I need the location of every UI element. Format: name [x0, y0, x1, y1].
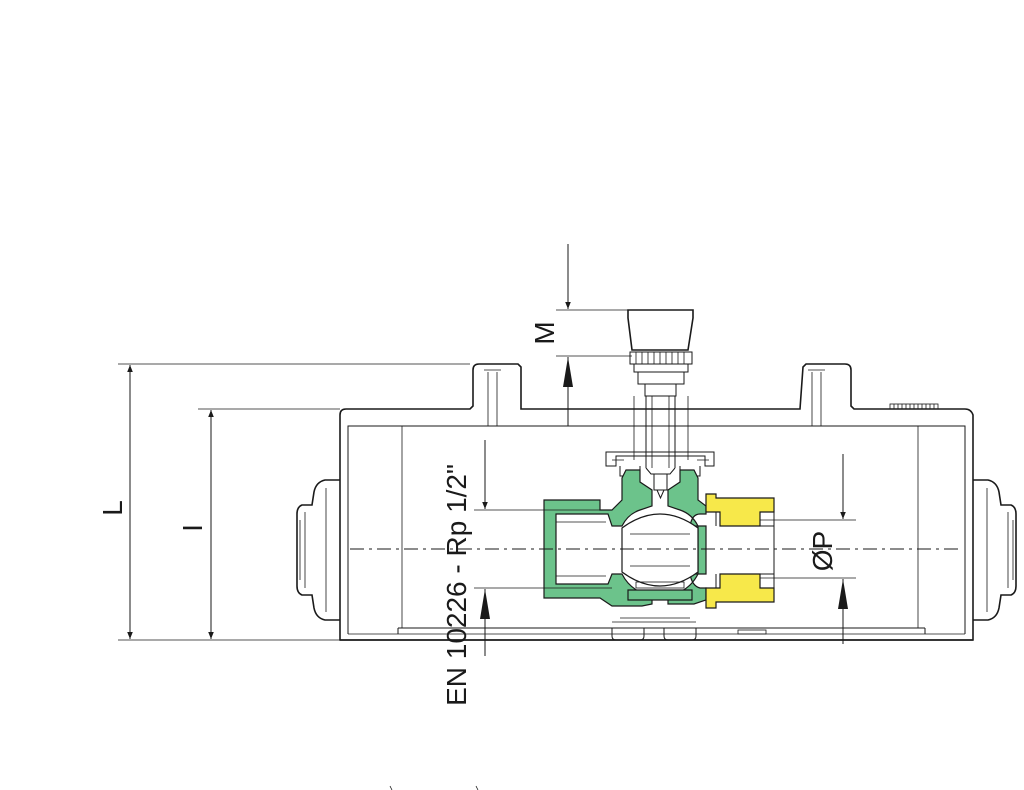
bonnet	[605, 451, 715, 477]
valve-ball	[621, 513, 699, 587]
dimension-L: L	[97, 363, 470, 641]
dimension-P: ØP	[760, 454, 856, 644]
valve-body	[543, 469, 707, 607]
dimension-label-M: M	[529, 321, 560, 344]
dimension-label-I: I	[177, 524, 208, 532]
dimension-label-P: ØP	[807, 531, 838, 571]
union-nut	[705, 493, 775, 609]
thread-dimension: EN 10226 - Rp 1/2"	[441, 440, 612, 706]
right-end-cap	[973, 479, 1017, 621]
dimension-M: M	[529, 244, 632, 426]
dimension-I: I	[177, 408, 340, 639]
dimension-label-L: L	[97, 500, 128, 516]
thread-spec-label: EN 10226 - Rp 1/2"	[441, 464, 472, 706]
actuator-housing	[339, 363, 974, 641]
valve-body-right	[667, 469, 707, 605]
left-end-cap	[296, 479, 340, 621]
bottom-ticks	[389, 785, 479, 790]
